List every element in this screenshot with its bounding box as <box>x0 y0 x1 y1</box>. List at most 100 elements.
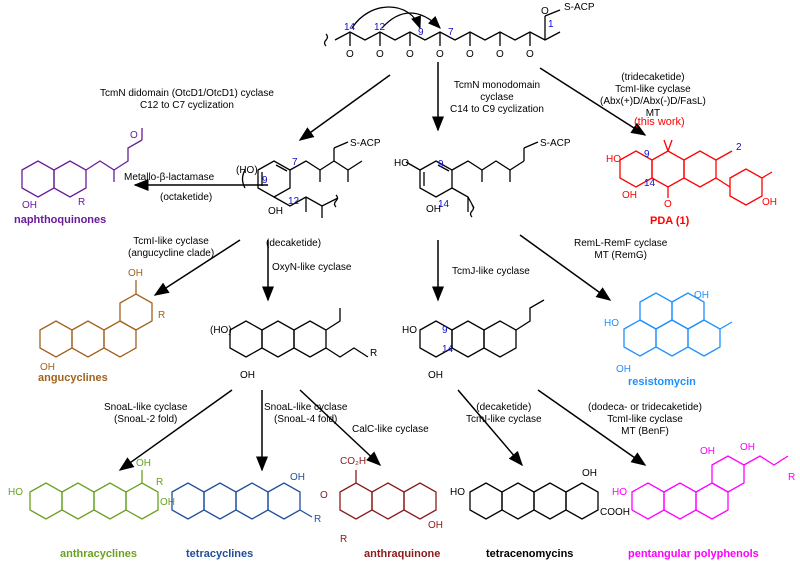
tridecaketide-label: (tridecaketide)TcmI-like cyclase (Abx(+)… <box>600 72 706 119</box>
resist-oh: OH <box>694 290 709 301</box>
pda-name: PDA (1) <box>650 215 690 227</box>
pentangular-name: pentangular polyphenols <box>628 548 759 560</box>
penta-oh: OH <box>700 446 715 457</box>
anthracyclines-name: anthracyclines <box>60 548 138 560</box>
penta-oh2: OH <box>740 442 755 453</box>
anthra-r: R <box>156 477 163 488</box>
svg-text:O: O <box>526 49 534 60</box>
pathway-arrows <box>118 62 647 472</box>
aq-r: R <box>340 534 347 545</box>
anthraquinone-structure <box>339 470 437 520</box>
angu-oh: OH <box>128 268 143 279</box>
tcmj-label: TcmJ-like cyclase <box>452 266 530 277</box>
resistomycin-structure <box>623 292 733 357</box>
tetracycline-structure <box>171 482 313 520</box>
pda-c2: 2 <box>736 142 742 153</box>
linear-carbonyl-oxygens: O O O O O O O O <box>346 6 549 60</box>
angu-oh2: OH <box>40 362 55 373</box>
naphthoquinones-name: naphthoquinones <box>14 214 107 226</box>
snoal2-label: SnoaL-like cyclase(SnoaL-2 fold) <box>104 402 188 425</box>
oxyn-label: OxyN-like cyclase <box>272 262 352 273</box>
octaketide-c9: 9 <box>262 175 268 186</box>
tcm-cooh: COOH <box>600 507 630 518</box>
pda-structure <box>619 139 773 206</box>
anthra-oh: OH <box>136 458 151 469</box>
tcmj-intermediate <box>419 299 545 358</box>
tetra-oh: OH <box>290 472 305 483</box>
tcmj-ho: HO <box>402 325 417 336</box>
decaketide-tcmi-label: (decaketide)TcmI-like cyclase <box>466 402 542 425</box>
decaketide-left-label: (decaketide) <box>266 238 322 249</box>
angucycline-structure <box>39 280 153 358</box>
tetracenomycins-name: tetracenomycins <box>486 548 574 560</box>
resist-ho: HO <box>604 318 619 329</box>
tetra-r: R <box>314 514 321 525</box>
octaketide-c7: 7 <box>292 157 298 168</box>
pda-oh2: OH <box>762 197 777 208</box>
resist-oh2: OH <box>616 364 631 375</box>
octaketide-intermediate <box>241 141 363 218</box>
pda-ho: HO <box>606 154 621 165</box>
svg-text:9: 9 <box>418 27 424 38</box>
svg-text:O: O <box>436 49 444 60</box>
tricyclic-hoparen: (HO) <box>210 325 232 336</box>
pda-oh: OH <box>622 190 637 201</box>
thioester-bond <box>544 9 561 17</box>
linear-polyketide <box>323 6 561 47</box>
svg-text:O: O <box>346 49 354 60</box>
svg-text:O: O <box>541 6 549 17</box>
tcmi-angu-label: TcmI-like cyclase(angucycline clade) <box>128 236 215 259</box>
svg-text:O: O <box>496 49 504 60</box>
naphthoquinone-structure <box>21 128 143 198</box>
tricyclic-intermediate <box>229 308 369 358</box>
octaketide-label: (octaketide) <box>160 192 213 203</box>
tcmj-c9: 9 <box>442 325 448 336</box>
linear-locants: 14 12 9 7 1 <box>344 19 554 38</box>
angu-r: R <box>158 310 165 321</box>
tricyclic-r: R <box>370 348 377 359</box>
decaketide-oh: OH <box>426 204 441 215</box>
pda-c14: 14 <box>644 178 656 189</box>
tetracenomycin-structure <box>469 482 599 520</box>
top-sacp: S-ACP <box>564 2 595 13</box>
anthraquinone-name: anthraquinone <box>364 548 441 560</box>
svg-text:7: 7 <box>448 27 454 38</box>
tcm-oh: OH <box>582 468 597 479</box>
anthracycline-structure <box>29 470 159 520</box>
dodeca-label: (dodeca- or tridecaketide)TcmI-like cycl… <box>588 402 702 437</box>
aq-co2h: CO₂H <box>340 456 366 467</box>
pentangular-structure <box>631 455 789 520</box>
octaketide-oh: OH <box>268 206 283 217</box>
penta-r: R <box>788 472 795 483</box>
decaketide-c14: 14 <box>438 199 450 210</box>
tricyclic-oh: OH <box>240 370 255 381</box>
naphtho-o: O <box>130 130 138 141</box>
aq-o: O <box>320 490 328 501</box>
anthra-ho: HO <box>8 487 23 498</box>
metallo-label: Metallo-β-lactamase <box>124 172 215 183</box>
snoal4-label: SnoaL-like cyclase(SnoaL-4 fold) <box>264 402 348 425</box>
tcm-ho: HO <box>450 487 465 498</box>
svg-text:14: 14 <box>344 22 356 33</box>
svg-text:1: 1 <box>548 19 554 30</box>
penta-ho: HO <box>612 487 627 498</box>
decaketide-sacp: S-ACP <box>540 138 571 149</box>
svg-text:O: O <box>376 49 384 60</box>
pda-o: O <box>664 199 672 210</box>
decaketide-c9: 9 <box>438 159 444 170</box>
octaketide-hoparen: (HO) <box>236 165 258 176</box>
pda-c9: 9 <box>644 149 650 160</box>
decaketide-intermediate <box>405 141 539 218</box>
this-work-label: (this work) <box>634 116 685 128</box>
svg-text:12: 12 <box>374 22 386 33</box>
svg-text:O: O <box>406 49 414 60</box>
calc-label: CalC-like cyclase <box>352 424 429 435</box>
aq-oh: OH <box>428 520 443 531</box>
octaketide-c12: 12 <box>288 196 300 207</box>
octaketide-sacp: S-ACP <box>350 138 381 149</box>
